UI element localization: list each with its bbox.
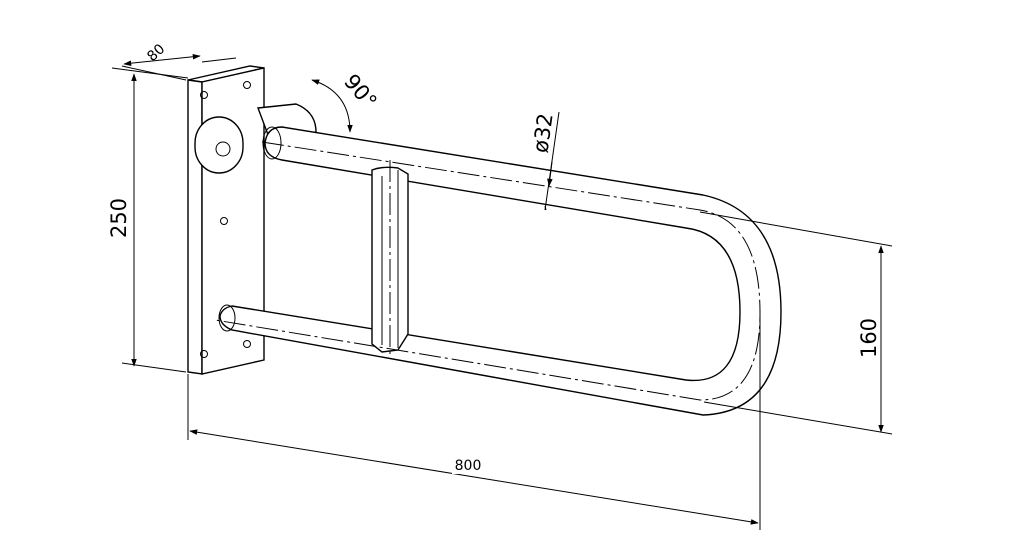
height-label: 250 bbox=[107, 198, 131, 238]
hinge-pivot-hole bbox=[215, 141, 231, 157]
dimension-length: 800 bbox=[187, 310, 761, 530]
spacing-label: 160 bbox=[857, 318, 881, 358]
plate-screw-hole bbox=[220, 217, 228, 225]
dimension-diameter: ø32 bbox=[528, 112, 560, 211]
length-label: 800 bbox=[455, 458, 482, 474]
dimension-height: 250 bbox=[107, 65, 187, 373]
dimension-rotation: 90° bbox=[311, 70, 382, 133]
dimension-depth: 80 bbox=[111, 41, 237, 79]
u-bar bbox=[218, 126, 782, 416]
plate-screw-hole bbox=[200, 91, 208, 99]
dimension-spacing: 160 bbox=[699, 211, 893, 435]
plate-screw-hole bbox=[243, 81, 251, 89]
diameter-label: ø32 bbox=[528, 112, 557, 155]
plate-screw-hole bbox=[200, 350, 208, 358]
plate-screw-hole bbox=[243, 340, 251, 348]
